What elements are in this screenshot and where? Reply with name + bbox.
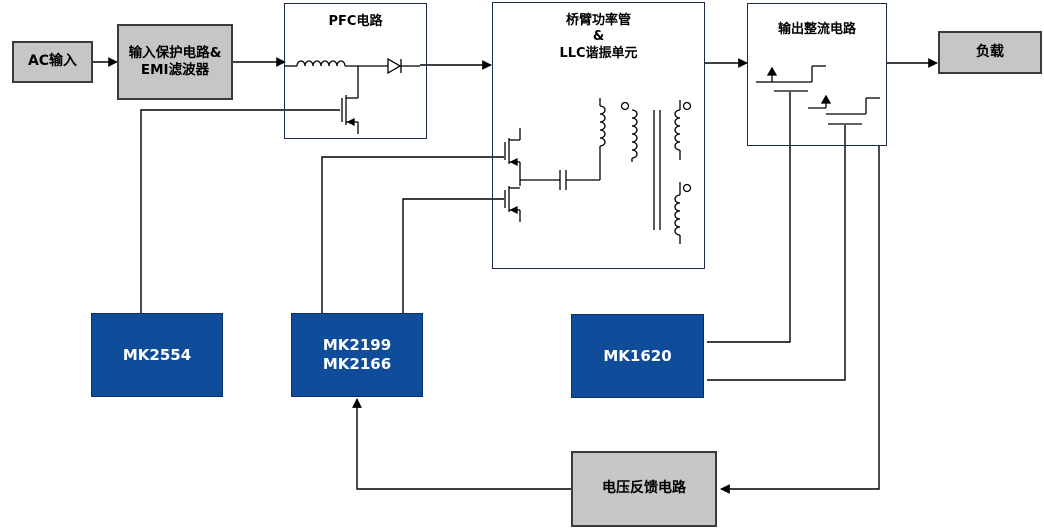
- ac-input-block: AC输入: [12, 41, 93, 83]
- load-block: 负载: [938, 31, 1042, 74]
- resonant-inductor: [599, 105, 606, 147]
- bridge-llc-schematic: [504, 98, 692, 244]
- wire-mk2554-to-pfc: [140, 109, 340, 313]
- pfc-label: PFC电路: [328, 14, 383, 29]
- wire-mk2199-to-upper-mosfet: [321, 156, 504, 313]
- ac-input-label: AC输入: [27, 53, 78, 70]
- bridge-llc-block: 桥臂功率管 & LLC谐振单元: [492, 2, 705, 269]
- bridge-llc-label: 桥臂功率管 & LLC谐振单元: [559, 13, 638, 61]
- pfc-schematic: [285, 57, 420, 134]
- inductor-symbol: [296, 60, 346, 67]
- chip-mk2554: MK2554: [91, 313, 223, 397]
- chip-mk1620-label: MK1620: [603, 346, 672, 365]
- wire-mk1620-gate-2: [707, 125, 846, 381]
- chip-mk2199-mk2166-label: MK2199 MK2166: [322, 336, 392, 373]
- transformer-secondary-2: [674, 194, 681, 236]
- chip-mk1620: MK1620: [571, 314, 704, 398]
- wire-mk2166-to-lower-mosfet: [402, 198, 504, 313]
- load-label: 负载: [976, 43, 1004, 60]
- main-chain-arrows: [93, 57, 938, 70]
- transformer-secondary-1: [674, 109, 681, 151]
- voltage-feedback-block: 电压反馈电路: [571, 451, 717, 527]
- output-rectifier-label: 输出整流电路: [777, 22, 856, 37]
- pfc-block: PFC电路: [284, 3, 427, 139]
- wire-mk1620-gate-1: [707, 92, 791, 343]
- voltage-feedback-label: 电压反馈电路: [602, 480, 686, 497]
- output-rectifier-block: 输出整流电路: [747, 3, 887, 146]
- transformer-primary: [631, 109, 638, 159]
- input-protection-block: 输入保护电路& EMI滤波器: [117, 24, 233, 100]
- chip-mk2199-mk2166: MK2199 MK2166: [291, 313, 423, 397]
- chip-mk2554-label: MK2554: [122, 345, 192, 364]
- input-protection-label: 输入保护电路& EMI滤波器: [128, 45, 222, 78]
- rectifier-schematic: [756, 65, 880, 125]
- wire-output-to-feedback: [720, 145, 880, 494]
- control-wires: [140, 92, 880, 494]
- wire-feedback-to-controller: [352, 398, 571, 490]
